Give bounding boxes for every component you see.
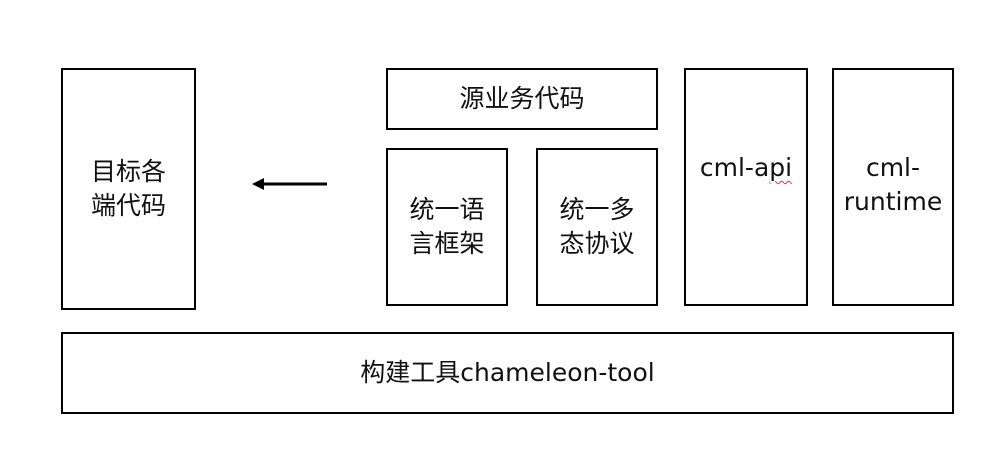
unified-framework-line-2: 言框架 xyxy=(409,229,485,258)
target-code-line-2: 端代码 xyxy=(90,191,166,220)
unified-framework-label: 统一语 言框架 xyxy=(409,193,484,261)
cml-api-label-plain: cml-a xyxy=(699,153,770,182)
unified-protocol-line-1: 统一多 xyxy=(559,195,635,224)
arrow-head xyxy=(252,178,264,190)
cml-runtime-line-2: runtime xyxy=(843,187,943,216)
unified-protocol-line-2: 态协议 xyxy=(559,229,635,258)
cml-runtime-line-1: cml- xyxy=(865,153,921,182)
source-code-label: 源业务代码 xyxy=(459,84,585,113)
unified-protocol-label: 统一多 态协议 xyxy=(559,193,634,261)
cml-runtime-box: cml- runtime xyxy=(832,68,954,306)
cml-runtime-label: cml- runtime xyxy=(844,151,942,219)
left-arrow-icon xyxy=(252,178,327,190)
target-code-box: 目标各 端代码 xyxy=(61,68,196,310)
cml-api-label: cml-api xyxy=(700,151,792,185)
build-tool-label: 构建工具chameleon-tool xyxy=(360,358,655,387)
build-tool-box: 构建工具chameleon-tool xyxy=(61,332,954,414)
source-code-box: 源业务代码 xyxy=(386,68,658,130)
target-code-line-1: 目标各 xyxy=(90,157,166,186)
unified-framework-box: 统一语 言框架 xyxy=(386,148,508,306)
cml-api-label-marked: pi xyxy=(769,153,793,182)
target-code-label: 目标各 端代码 xyxy=(91,155,166,223)
unified-protocol-box: 统一多 态协议 xyxy=(536,148,658,306)
cml-api-box: cml-api xyxy=(684,68,808,306)
unified-framework-line-1: 统一语 xyxy=(409,195,485,224)
